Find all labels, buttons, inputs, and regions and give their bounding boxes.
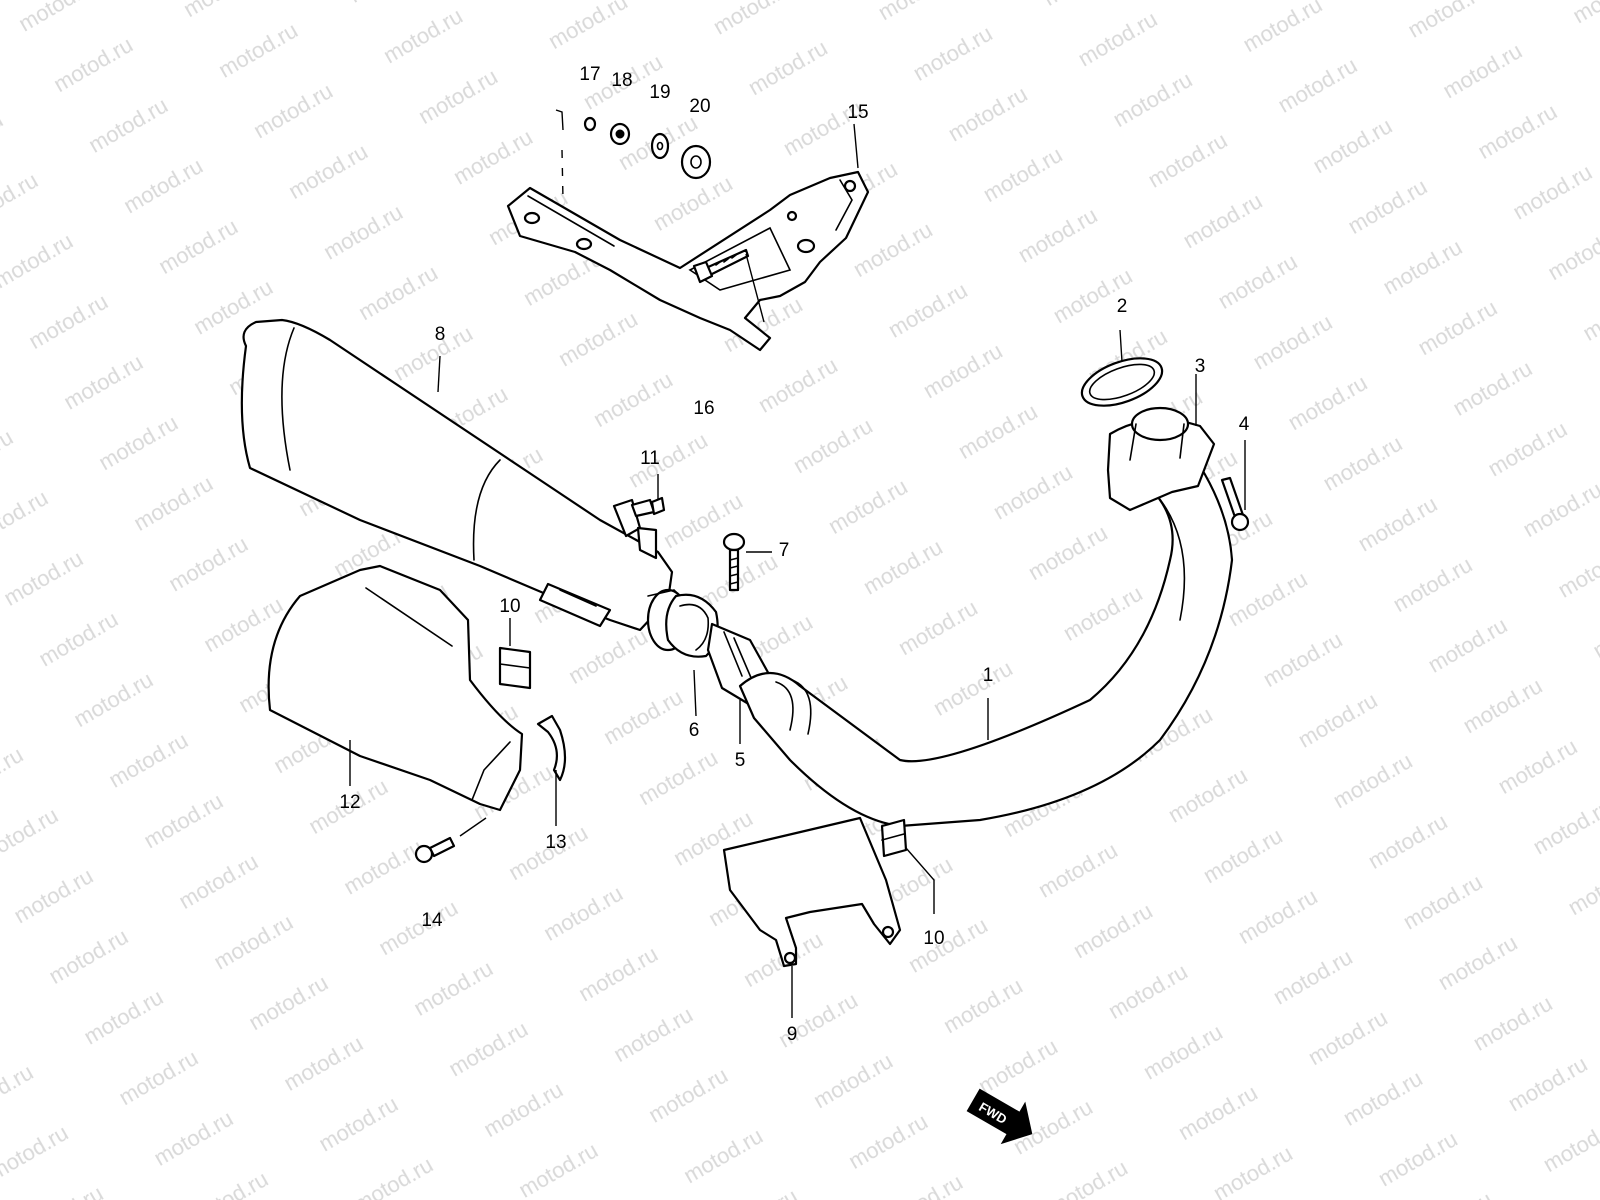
callout-6: 6 — [689, 720, 700, 741]
rubber-pad-part-10a — [498, 646, 532, 690]
washer-part-19 — [650, 132, 670, 160]
bolt-part-14 — [414, 836, 456, 864]
bushing-part-18 — [609, 122, 631, 146]
callout-14: 14 — [421, 910, 443, 931]
heat-shield-part-12 — [267, 564, 524, 812]
clamp-part-6 — [665, 593, 719, 658]
callout-16: 16 — [693, 398, 714, 419]
flange-part-3 — [1106, 406, 1216, 512]
bolt-part-4 — [1220, 476, 1250, 532]
callout-5: 5 — [735, 750, 746, 771]
callout-3: 3 — [1195, 356, 1206, 377]
gasket-part-2 — [1080, 357, 1164, 407]
washer-part-17 — [583, 116, 597, 132]
callout-7: 7 — [779, 540, 790, 561]
callout-11: 11 — [640, 448, 660, 469]
callout-8: 8 — [435, 324, 446, 345]
callout-17: 17 — [579, 64, 600, 85]
exhaust-pipe-part-1 — [738, 438, 1234, 828]
callout-10b: 10 — [923, 928, 944, 949]
bracket-part-15 — [506, 170, 870, 352]
bolt-part-16 — [692, 248, 750, 284]
callout-1: 1 — [983, 665, 994, 686]
callout-15: 15 — [847, 102, 868, 123]
bolt-part-7 — [722, 532, 746, 592]
callout-20: 20 — [689, 96, 710, 117]
callout-19: 19 — [649, 82, 670, 103]
rubber-pad-part-10b — [880, 818, 908, 858]
nut-part-20 — [680, 144, 712, 180]
callout-2: 2 — [1117, 296, 1128, 317]
band-part-13 — [536, 714, 567, 782]
callout-13: 13 — [545, 832, 566, 853]
heat-shield-part-9 — [722, 816, 902, 968]
callout-12: 12 — [339, 792, 360, 813]
callout-4: 4 — [1239, 414, 1250, 435]
callout-10a: 10 — [499, 596, 520, 617]
callout-9: 9 — [787, 1024, 798, 1045]
callout-18: 18 — [611, 70, 632, 91]
